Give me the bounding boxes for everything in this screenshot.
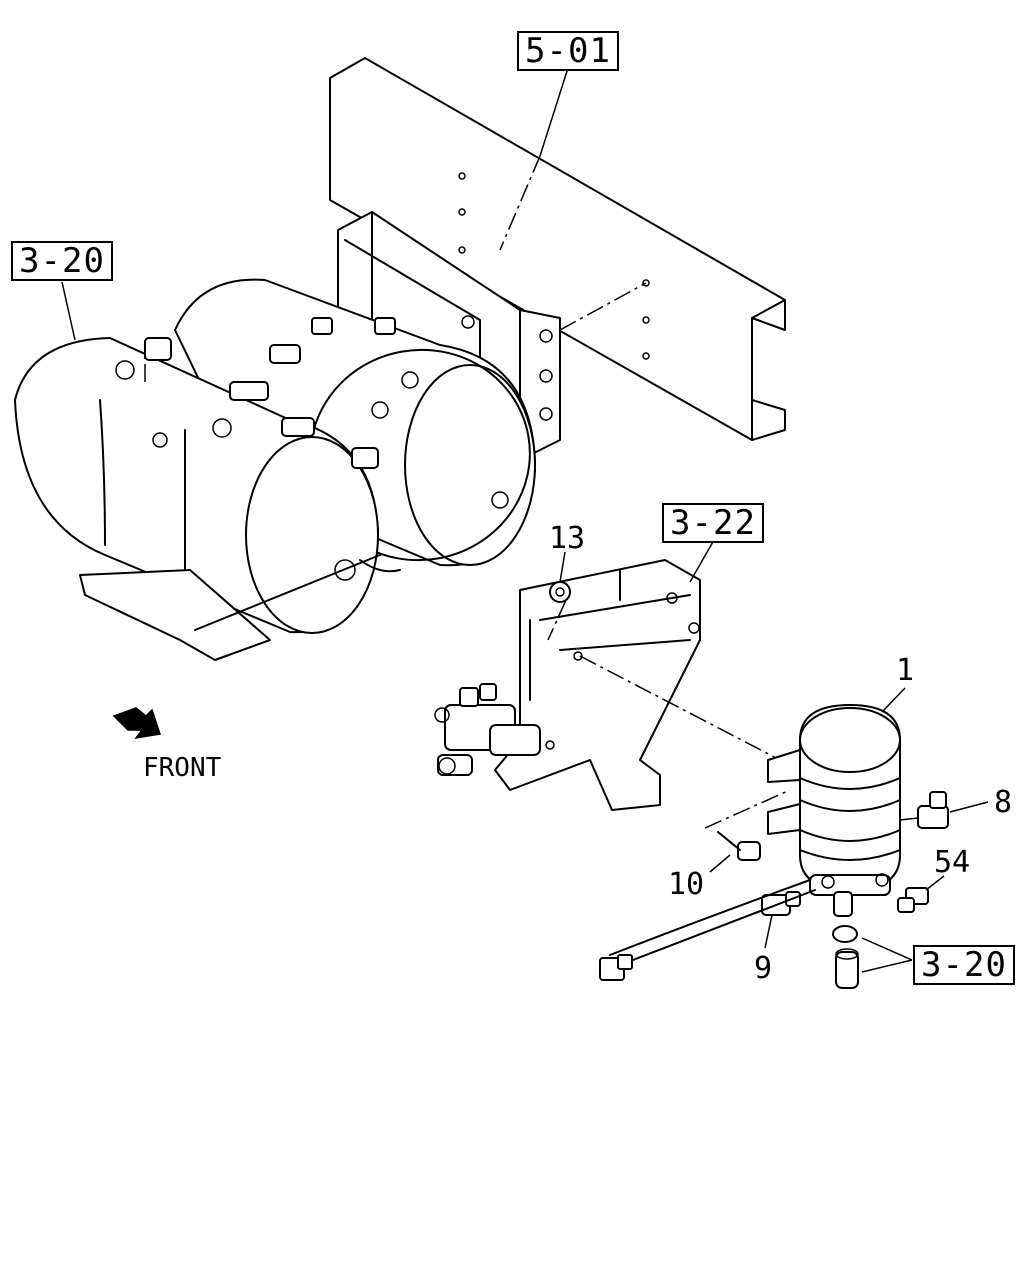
part-54-label: 54 <box>934 845 970 880</box>
part-1-label: 1 <box>896 653 914 688</box>
ref-bracket-label: 3-22 <box>670 503 756 543</box>
part-13-label: 13 <box>549 521 585 556</box>
ref-tanks-label: 3-20 <box>19 241 105 281</box>
ref-fittings-label: 3-20 <box>921 945 1007 985</box>
ref-frame-label: 5-01 <box>525 31 611 71</box>
part-10-label: 10 <box>668 867 704 902</box>
ref-bracket-box: 3-22 <box>662 503 764 543</box>
air-dryer <box>599 704 949 989</box>
front-label: FRONT <box>143 753 222 783</box>
part-8-label: 8 <box>994 785 1012 820</box>
leader-lines <box>61 67 989 973</box>
part-9-label: 9 <box>754 951 772 986</box>
frame-rail <box>329 57 786 441</box>
arrow-icon <box>112 707 161 740</box>
valve-bracket <box>434 559 781 811</box>
ref-tanks-box: 3-20 <box>11 241 113 281</box>
air-tanks <box>14 278 536 661</box>
ref-frame-box: 5-01 <box>517 31 619 71</box>
ref-fittings-box: 3-20 <box>913 945 1015 985</box>
